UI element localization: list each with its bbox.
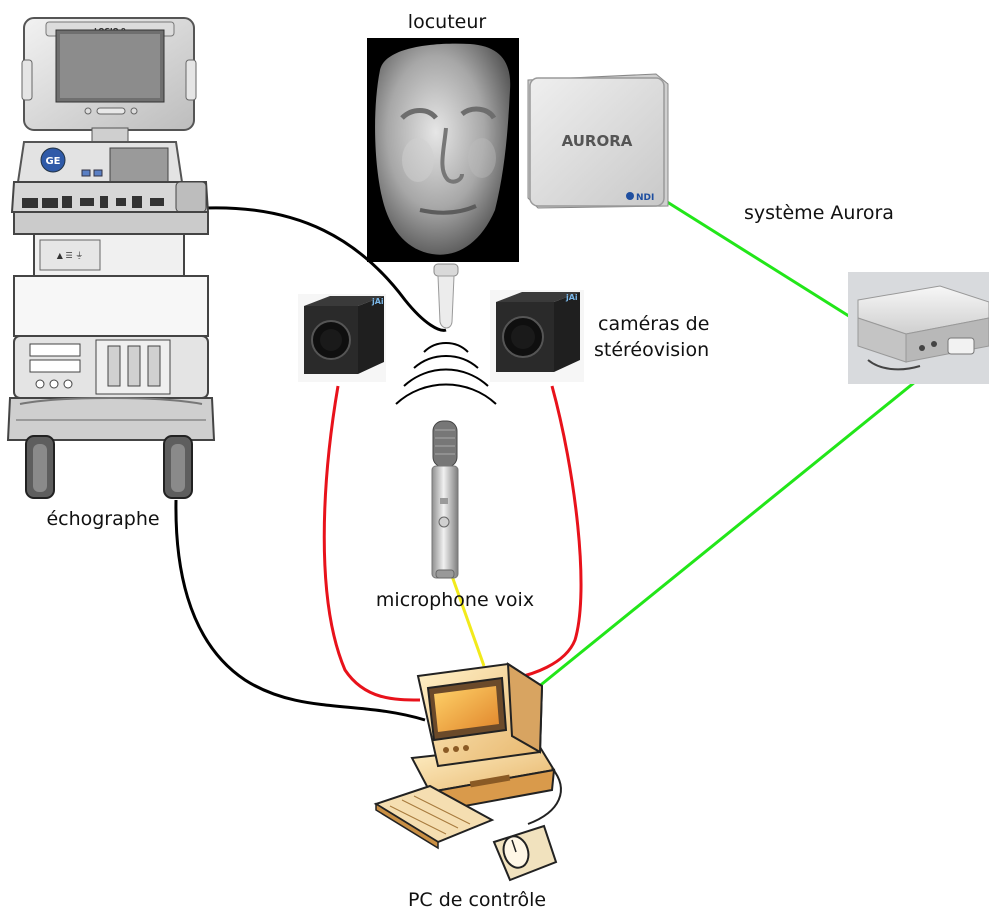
stereo-camera-right: jAi <box>490 290 584 382</box>
ultrasound-machine: LOGIQ 9 GE ▲ ☰ ⏚ <box>6 17 216 499</box>
microphone-to-pc-cable <box>450 575 486 667</box>
speaker-face-scan <box>367 38 519 262</box>
ultrasound-probe <box>433 263 459 329</box>
aurora-system-label: système Aurora <box>744 202 894 224</box>
aurora-control-unit-to-pc-cable <box>536 380 916 690</box>
cameras-label-line1: caméras de <box>598 313 709 335</box>
ultrasound-to-pc-cable <box>174 499 426 722</box>
left-camera-brand-text: jAi <box>371 297 384 306</box>
aurora-control-unit <box>848 272 989 384</box>
ultrasound-waves <box>395 342 497 405</box>
stereo-camera-left: jAi <box>298 294 386 382</box>
right-camera-brand-text: jAi <box>565 293 578 302</box>
cables <box>174 198 916 722</box>
aurora-field-generator: AURORA NDI <box>527 73 669 209</box>
ndi-brand-text: NDI <box>636 193 654 203</box>
control-pc <box>373 662 562 882</box>
speaker-label: locuteur <box>408 11 487 33</box>
voice-microphone <box>431 420 459 579</box>
svg-text:▲ ☰ ⏚: ▲ ☰ ⏚ <box>57 251 83 260</box>
microphone-label: microphone voix <box>376 589 534 611</box>
ultrasound-label: échographe <box>46 508 159 530</box>
left-camera-to-pc-cable <box>322 385 421 702</box>
aurora-brand-text: AURORA <box>562 132 633 150</box>
probe-cable <box>204 206 447 332</box>
pc-label: PC de contrôle <box>408 889 546 911</box>
svg-text:GE: GE <box>45 156 60 167</box>
aurora-sensor-to-control-unit-cable <box>663 198 853 320</box>
right-camera-to-pc-cable <box>514 385 583 680</box>
cameras-label-line2: stéréovision <box>594 339 709 361</box>
